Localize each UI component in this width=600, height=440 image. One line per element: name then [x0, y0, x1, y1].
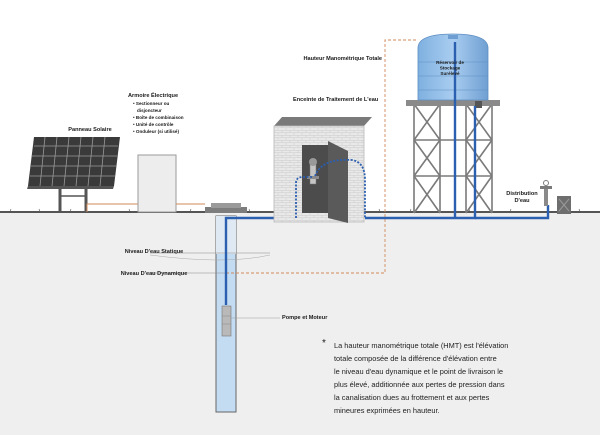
note-asterisk: *: [322, 338, 326, 349]
total-head-dashed: [226, 39, 418, 274]
well-cap: [205, 207, 247, 213]
pump-motor: [221, 305, 280, 337]
dynamic-level-label: Niveau D'eau Dynamique: [121, 271, 188, 277]
tank: [417, 33, 489, 101]
electrical-box-label: Armoire Électrique: [128, 91, 178, 99]
distribution-label-2: D'eau: [514, 198, 530, 204]
electrical-item-2: • Boîte de combinaison: [133, 115, 184, 120]
water-tower: [406, 33, 500, 214]
distribution-tap: [540, 180, 552, 206]
treatment-pipe-out: [314, 158, 366, 218]
distribution-label-1: Distribution: [506, 191, 538, 197]
head-label: Hauteur Manométrique Totale: [303, 56, 382, 62]
electrical-item-3: • Unité de contrôle: [133, 122, 174, 127]
tower-supply-pipe: [365, 106, 477, 220]
panel-wire: [86, 203, 138, 212]
solar-panel: [27, 136, 120, 212]
tank-label-2: Stockage: [440, 66, 461, 71]
note-line-6: mineures exprimées en hauteur.: [334, 406, 440, 415]
note-line-5: la canalisation dues au frottement et au…: [334, 393, 490, 402]
treatment-pipe-in: [295, 176, 313, 218]
note-line-3: le niveau d'eau dynamique et le point de…: [334, 367, 503, 376]
note-line-1: La hauteur manométrique totale (HMT) est…: [334, 341, 508, 350]
treatment-label: Enceinte de Traitement de L'eau: [293, 97, 379, 103]
distribution-pipe: [475, 205, 550, 220]
bucket: [557, 196, 571, 214]
treatment-house: [273, 117, 372, 223]
electrical-item-4: • Onduleur (si utilisé): [133, 129, 179, 134]
tank-label-3: Surélevé: [440, 71, 460, 76]
tank-label-1: Réservoir de: [436, 60, 464, 65]
electrical-cabinet: [137, 154, 177, 213]
pump-label: Pompe et Moteur: [282, 315, 328, 321]
static-level-label: Niveau D'eau Statique: [125, 249, 184, 255]
electrical-item-1b: disjoncteur: [137, 108, 162, 113]
solar-panel-label: Panneau Solaire: [68, 127, 112, 133]
note-line-4: plus élevé, additionnée aux pertes de pr…: [334, 380, 505, 389]
ground-area: [0, 212, 600, 435]
note-line-2: totale composée de la différence d'éléva…: [334, 354, 497, 363]
electrical-item-1: • Sectionneur ou: [133, 101, 170, 106]
